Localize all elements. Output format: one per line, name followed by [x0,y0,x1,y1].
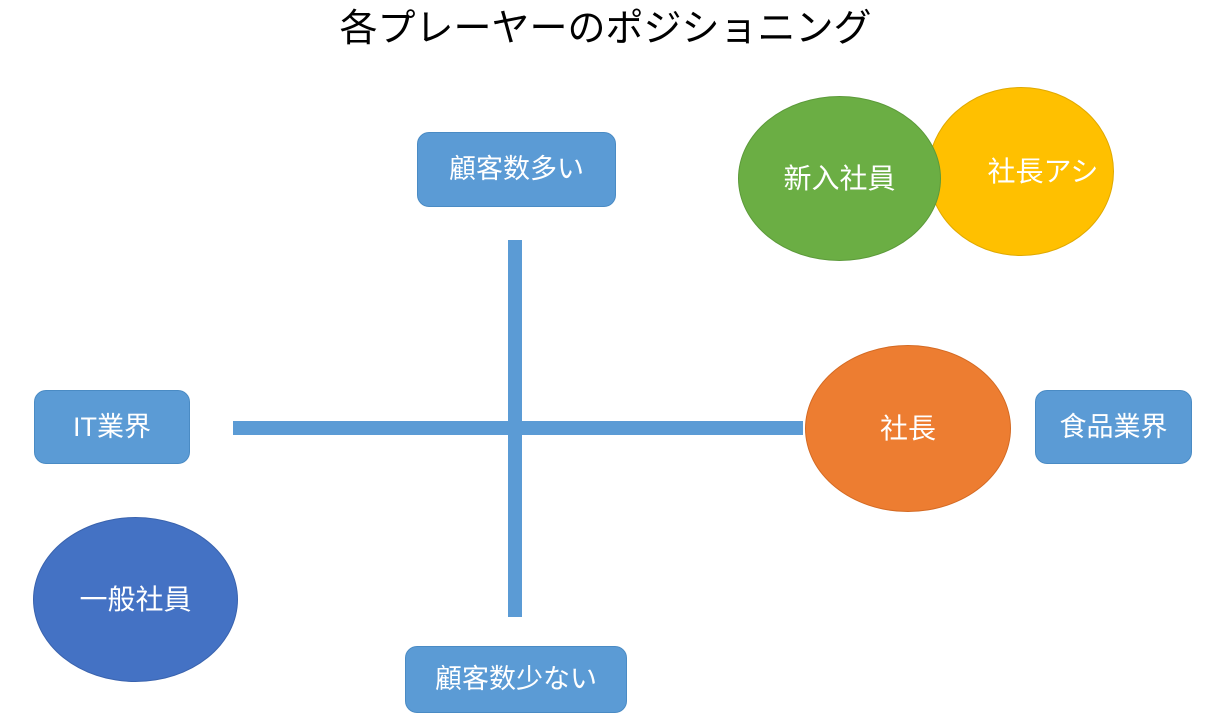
axis-label-bottom-text: 顧客数少ない [435,664,597,694]
vertical-axis-line [508,240,522,617]
item-label-shachou: 社長 [879,412,936,444]
item-label-shachou-ashi: 社長アシ [987,155,1099,187]
axis-label-right[interactable]: 食品業界 [1035,390,1192,464]
item-label-ippan-shain: 一般社員 [79,583,192,615]
axis-label-top[interactable]: 顧客数多い [417,132,616,207]
page-title: 各プレーヤーのポジショニング [339,8,872,50]
axis-label-left-text: IT業界 [73,411,151,442]
item-label-shinnyuu-shain: 新入社員 [783,162,896,194]
axis-label-right-text: 食品業界 [1059,411,1168,442]
item-ellipse-shachou-ashi[interactable]: 社長アシ [928,87,1114,256]
axis-label-left[interactable]: IT業界 [34,390,190,464]
item-ellipse-ippan-shain[interactable]: 一般社員 [33,517,238,682]
axis-label-bottom[interactable]: 顧客数少ない [405,646,627,713]
item-ellipse-shachou[interactable]: 社長 [805,345,1011,512]
axis-label-top-text: 顧客数多い [449,154,584,184]
item-ellipse-shinnyuu-shain[interactable]: 新入社員 [738,96,941,261]
